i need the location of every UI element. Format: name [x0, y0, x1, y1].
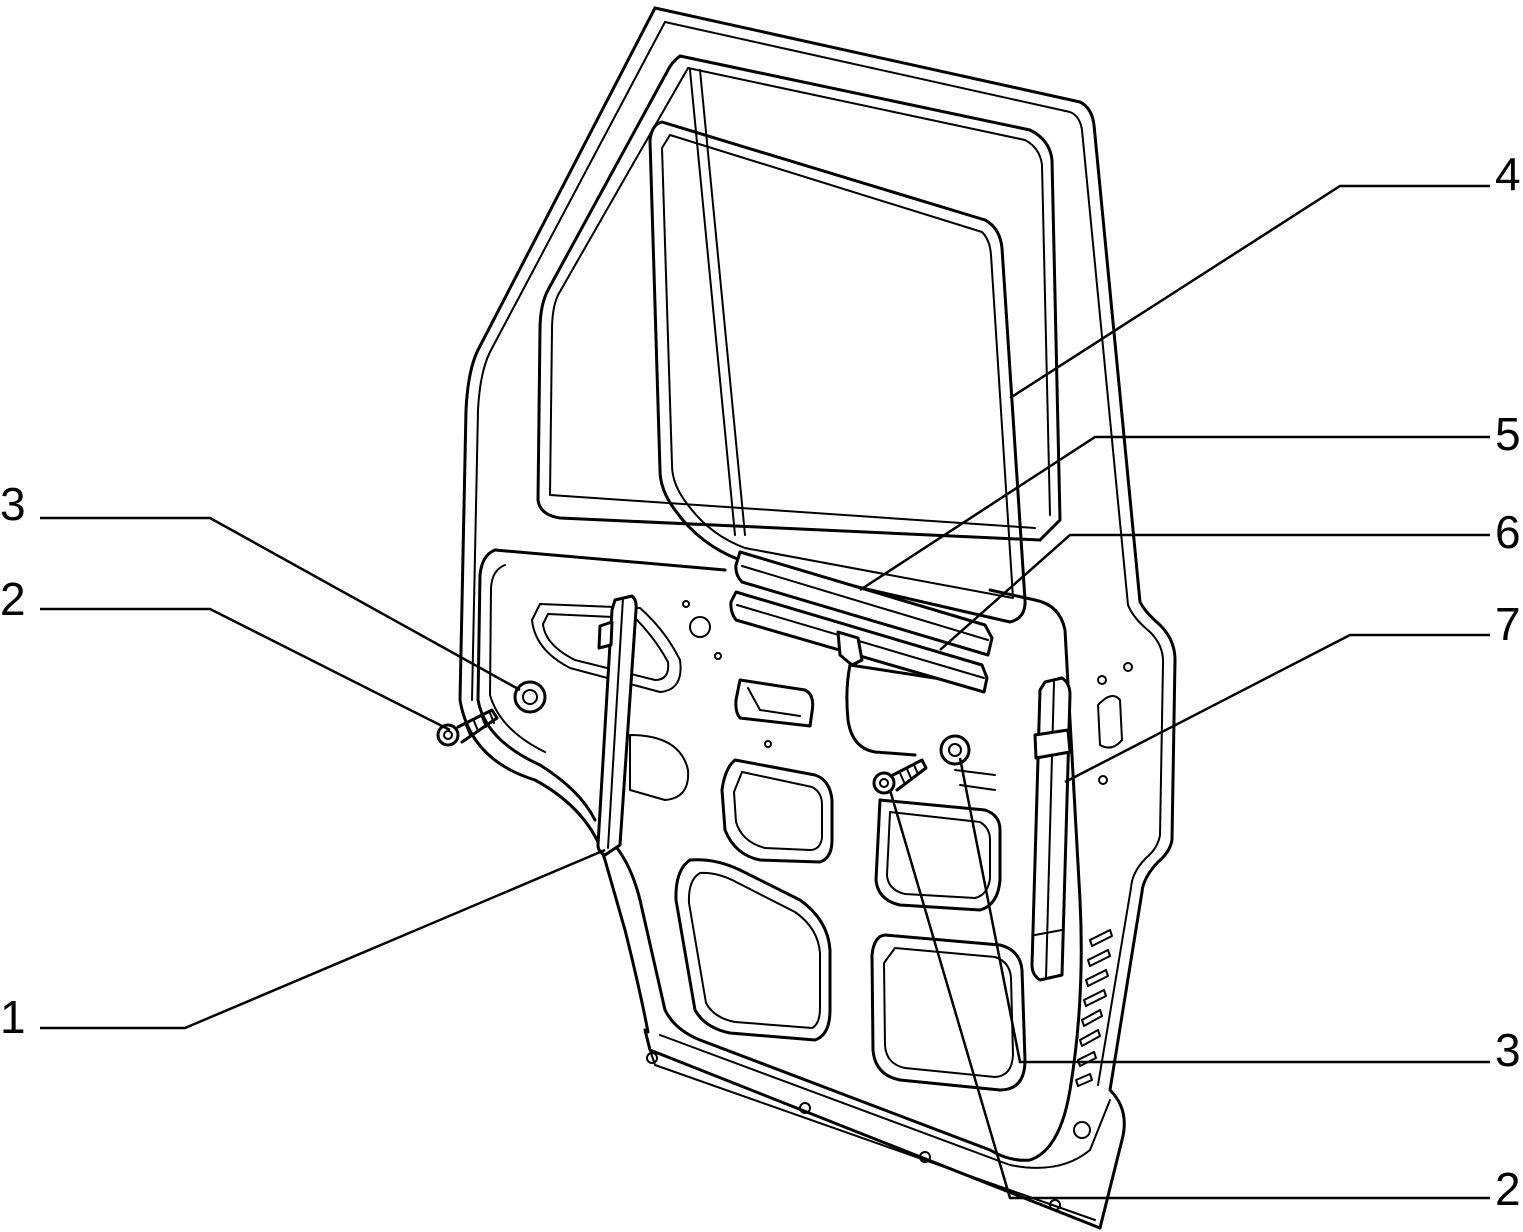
leader-7: [1064, 633, 1490, 784]
window-glass: [648, 120, 1027, 624]
left-guide-rail: [596, 594, 638, 857]
window-frame: [536, 54, 1062, 542]
leader-3-right: [958, 757, 1490, 1064]
grommet-right: [939, 734, 971, 766]
glass-lower-channel: [729, 550, 994, 694]
callout-2-right: 2: [1495, 1163, 1521, 1215]
inner-panel: [476, 548, 1133, 1162]
leader-5: [859, 435, 1490, 592]
leader-2-right: [888, 789, 1490, 1200]
callout-5: 5: [1495, 408, 1521, 460]
leader-lines: [40, 184, 1490, 1200]
callout-3-right: 3: [1495, 1024, 1521, 1076]
callout-2-left: 2: [0, 573, 26, 625]
callout-1: 1: [0, 991, 26, 1043]
grommet-left: [513, 680, 547, 714]
leader-4: [1009, 184, 1490, 400]
right-guide-rail: [1030, 676, 1072, 982]
callout-7: 7: [1495, 598, 1521, 650]
door-shell: [458, 6, 1177, 1230]
vent-slots: [1075, 929, 1113, 1087]
screw-right: [872, 758, 928, 795]
leader-3-left: [40, 516, 521, 692]
screw-left: [436, 708, 499, 747]
leader-2-left: [40, 607, 451, 732]
callout-6: 6: [1495, 506, 1521, 558]
leader-1: [40, 848, 606, 1030]
leader-6: [939, 533, 1490, 651]
callout-labels: 4 5 6 7 3 2 1 3 2: [0, 148, 1521, 1215]
callout-3-left: 3: [0, 478, 26, 530]
callout-4: 4: [1495, 148, 1521, 200]
